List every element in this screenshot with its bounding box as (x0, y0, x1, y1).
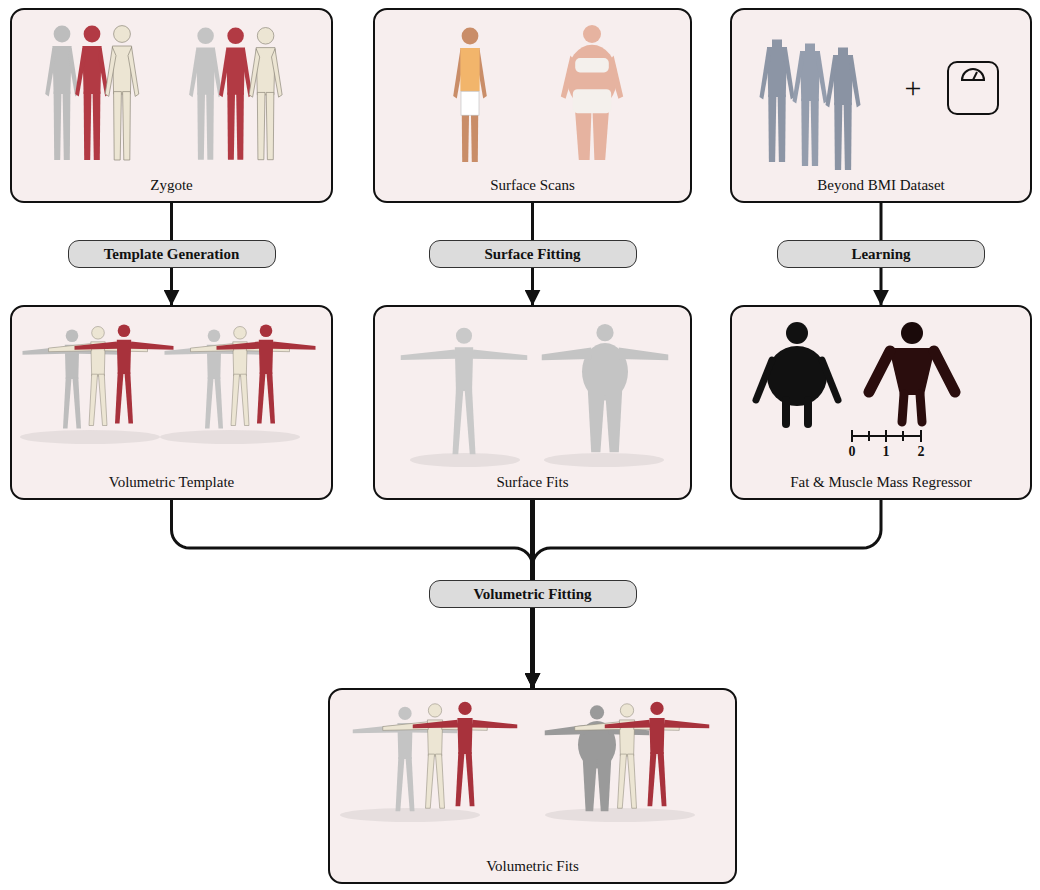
figure-panel: Beyond BMI Dataset (730, 8, 1032, 203)
figure-panel: Zygote (10, 8, 333, 203)
panel-caption: Volumetric Template (12, 473, 331, 491)
scale-number: 2 (918, 445, 925, 459)
figure-panel: Surface Fits (373, 305, 692, 500)
step-pill: Template Generation (68, 240, 276, 268)
panel-caption: Volumetric Fits (330, 857, 735, 875)
panel-caption: Surface Fits (375, 473, 690, 491)
figure-panel: Volumetric Template (10, 305, 333, 500)
figure-panel: Volumetric Fits (328, 688, 737, 884)
scale-number: 0 (849, 445, 856, 459)
panel-caption: Beyond BMI Dataset (732, 176, 1030, 194)
anatomy-figures (45, 26, 282, 160)
volumetric-figures (340, 702, 709, 822)
scale-axis (852, 430, 921, 442)
silhouettes (756, 322, 955, 424)
fit-figures (401, 324, 669, 467)
figure-panel: Surface Scans (373, 8, 692, 203)
panel-caption: Fat & Muscle Mass Regressor (732, 473, 1030, 491)
step-pill: Volumetric Fitting (429, 580, 637, 608)
scan-figures (453, 25, 623, 162)
panel-ground (11, 9, 1031, 883)
step-pill: Learning (777, 240, 985, 268)
template-figures (20, 325, 316, 445)
scale-icon (948, 62, 998, 114)
plus-sign: + (905, 73, 922, 103)
step-pill: Surface Fitting (429, 240, 637, 268)
panel-caption: Surface Scans (375, 176, 690, 194)
panel-caption: Zygote (12, 176, 331, 194)
scale-number: 1 (883, 445, 890, 459)
bodysuit-figures (760, 40, 861, 171)
figure-panel: Fat & Muscle Mass Regressor (730, 305, 1032, 500)
